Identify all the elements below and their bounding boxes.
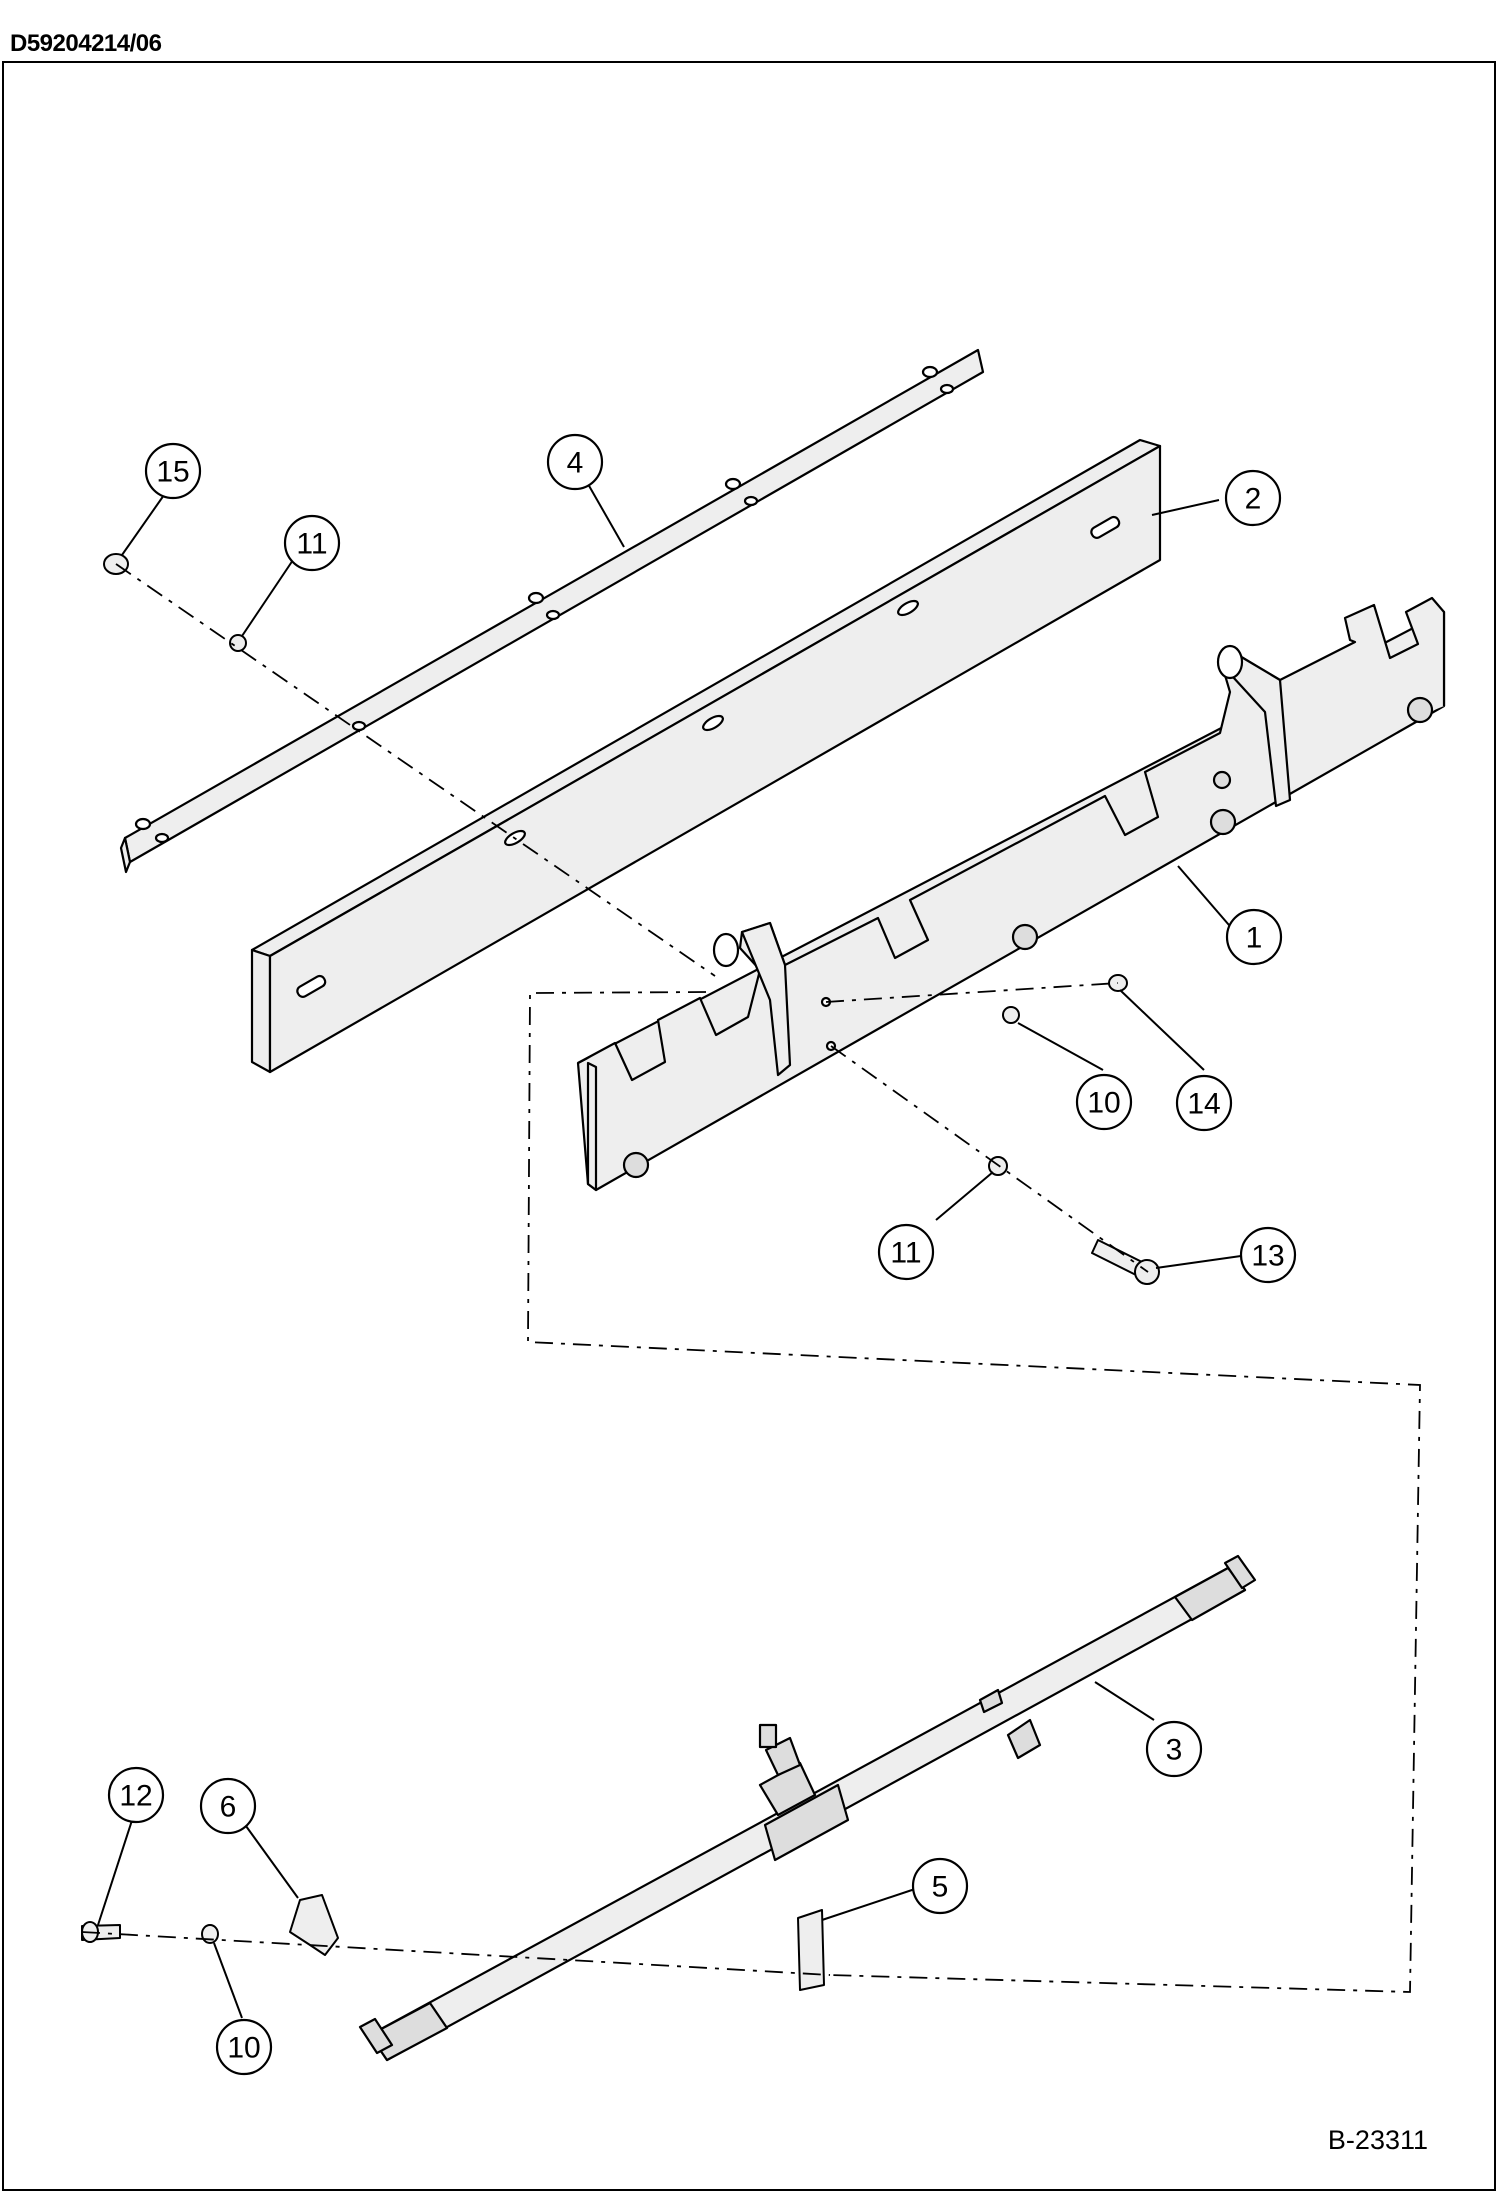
callout-12-label: 12 — [119, 1780, 152, 1813]
page-border — [2, 61, 1496, 2191]
callout-4: 4 — [546, 433, 604, 491]
callout-10-upper-label: 10 — [1087, 1087, 1120, 1120]
part-13-bolt — [1091, 1239, 1160, 1285]
callout-10-upper: 10 — [1075, 1073, 1133, 1131]
callout-13-label: 13 — [1251, 1240, 1284, 1273]
leader-lines — [97, 483, 1249, 2019]
callout-3: 3 — [1145, 1720, 1203, 1778]
document-code: D59204214/06 — [10, 30, 162, 57]
callout-2-label: 2 — [1245, 483, 1262, 516]
callouts: 1 2 3 4 5 6 10 — [107, 433, 1297, 2076]
callout-11-upper-label: 11 — [296, 528, 327, 561]
callout-6: 6 — [199, 1777, 257, 1835]
callout-14-label: 14 — [1187, 1088, 1220, 1121]
callout-3-label: 3 — [1166, 1734, 1183, 1767]
assembly-lines — [81, 563, 1421, 1993]
callout-10-lower: 10 — [215, 2018, 273, 2076]
callout-1: 1 — [1225, 908, 1283, 966]
callout-11-upper: 11 — [283, 514, 341, 572]
callout-4-label: 4 — [567, 447, 584, 480]
callout-5: 5 — [911, 1857, 969, 1915]
callout-14: 14 — [1175, 1074, 1233, 1132]
callout-15: 15 — [144, 442, 202, 500]
part-4-strip — [119, 348, 985, 874]
part-3-spray-pipe — [358, 1554, 1257, 2062]
callout-15-label: 15 — [156, 456, 189, 489]
part-10-washer-lower — [201, 1924, 219, 1944]
callout-1-label: 1 — [1246, 922, 1263, 955]
part-5-plate — [797, 1909, 825, 1991]
callout-13: 13 — [1239, 1226, 1297, 1284]
part-11-washer-upper — [229, 634, 247, 652]
part-1-bracket — [576, 596, 1446, 1192]
hardware-parts — [81, 553, 1160, 1991]
callout-11-lower: 11 — [877, 1223, 935, 1281]
callout-6-label: 6 — [220, 1791, 237, 1824]
callout-12: 12 — [107, 1766, 165, 1824]
callout-10-lower-label: 10 — [227, 2032, 260, 2065]
part-2-plate — [250, 438, 1162, 1074]
callout-2: 2 — [1224, 469, 1282, 527]
callout-5-label: 5 — [932, 1871, 949, 1904]
figure-code: B-23311 — [1327, 2125, 1428, 2155]
callout-11-lower-label: 11 — [890, 1237, 921, 1270]
part-10-washer-upper — [1002, 1006, 1020, 1024]
